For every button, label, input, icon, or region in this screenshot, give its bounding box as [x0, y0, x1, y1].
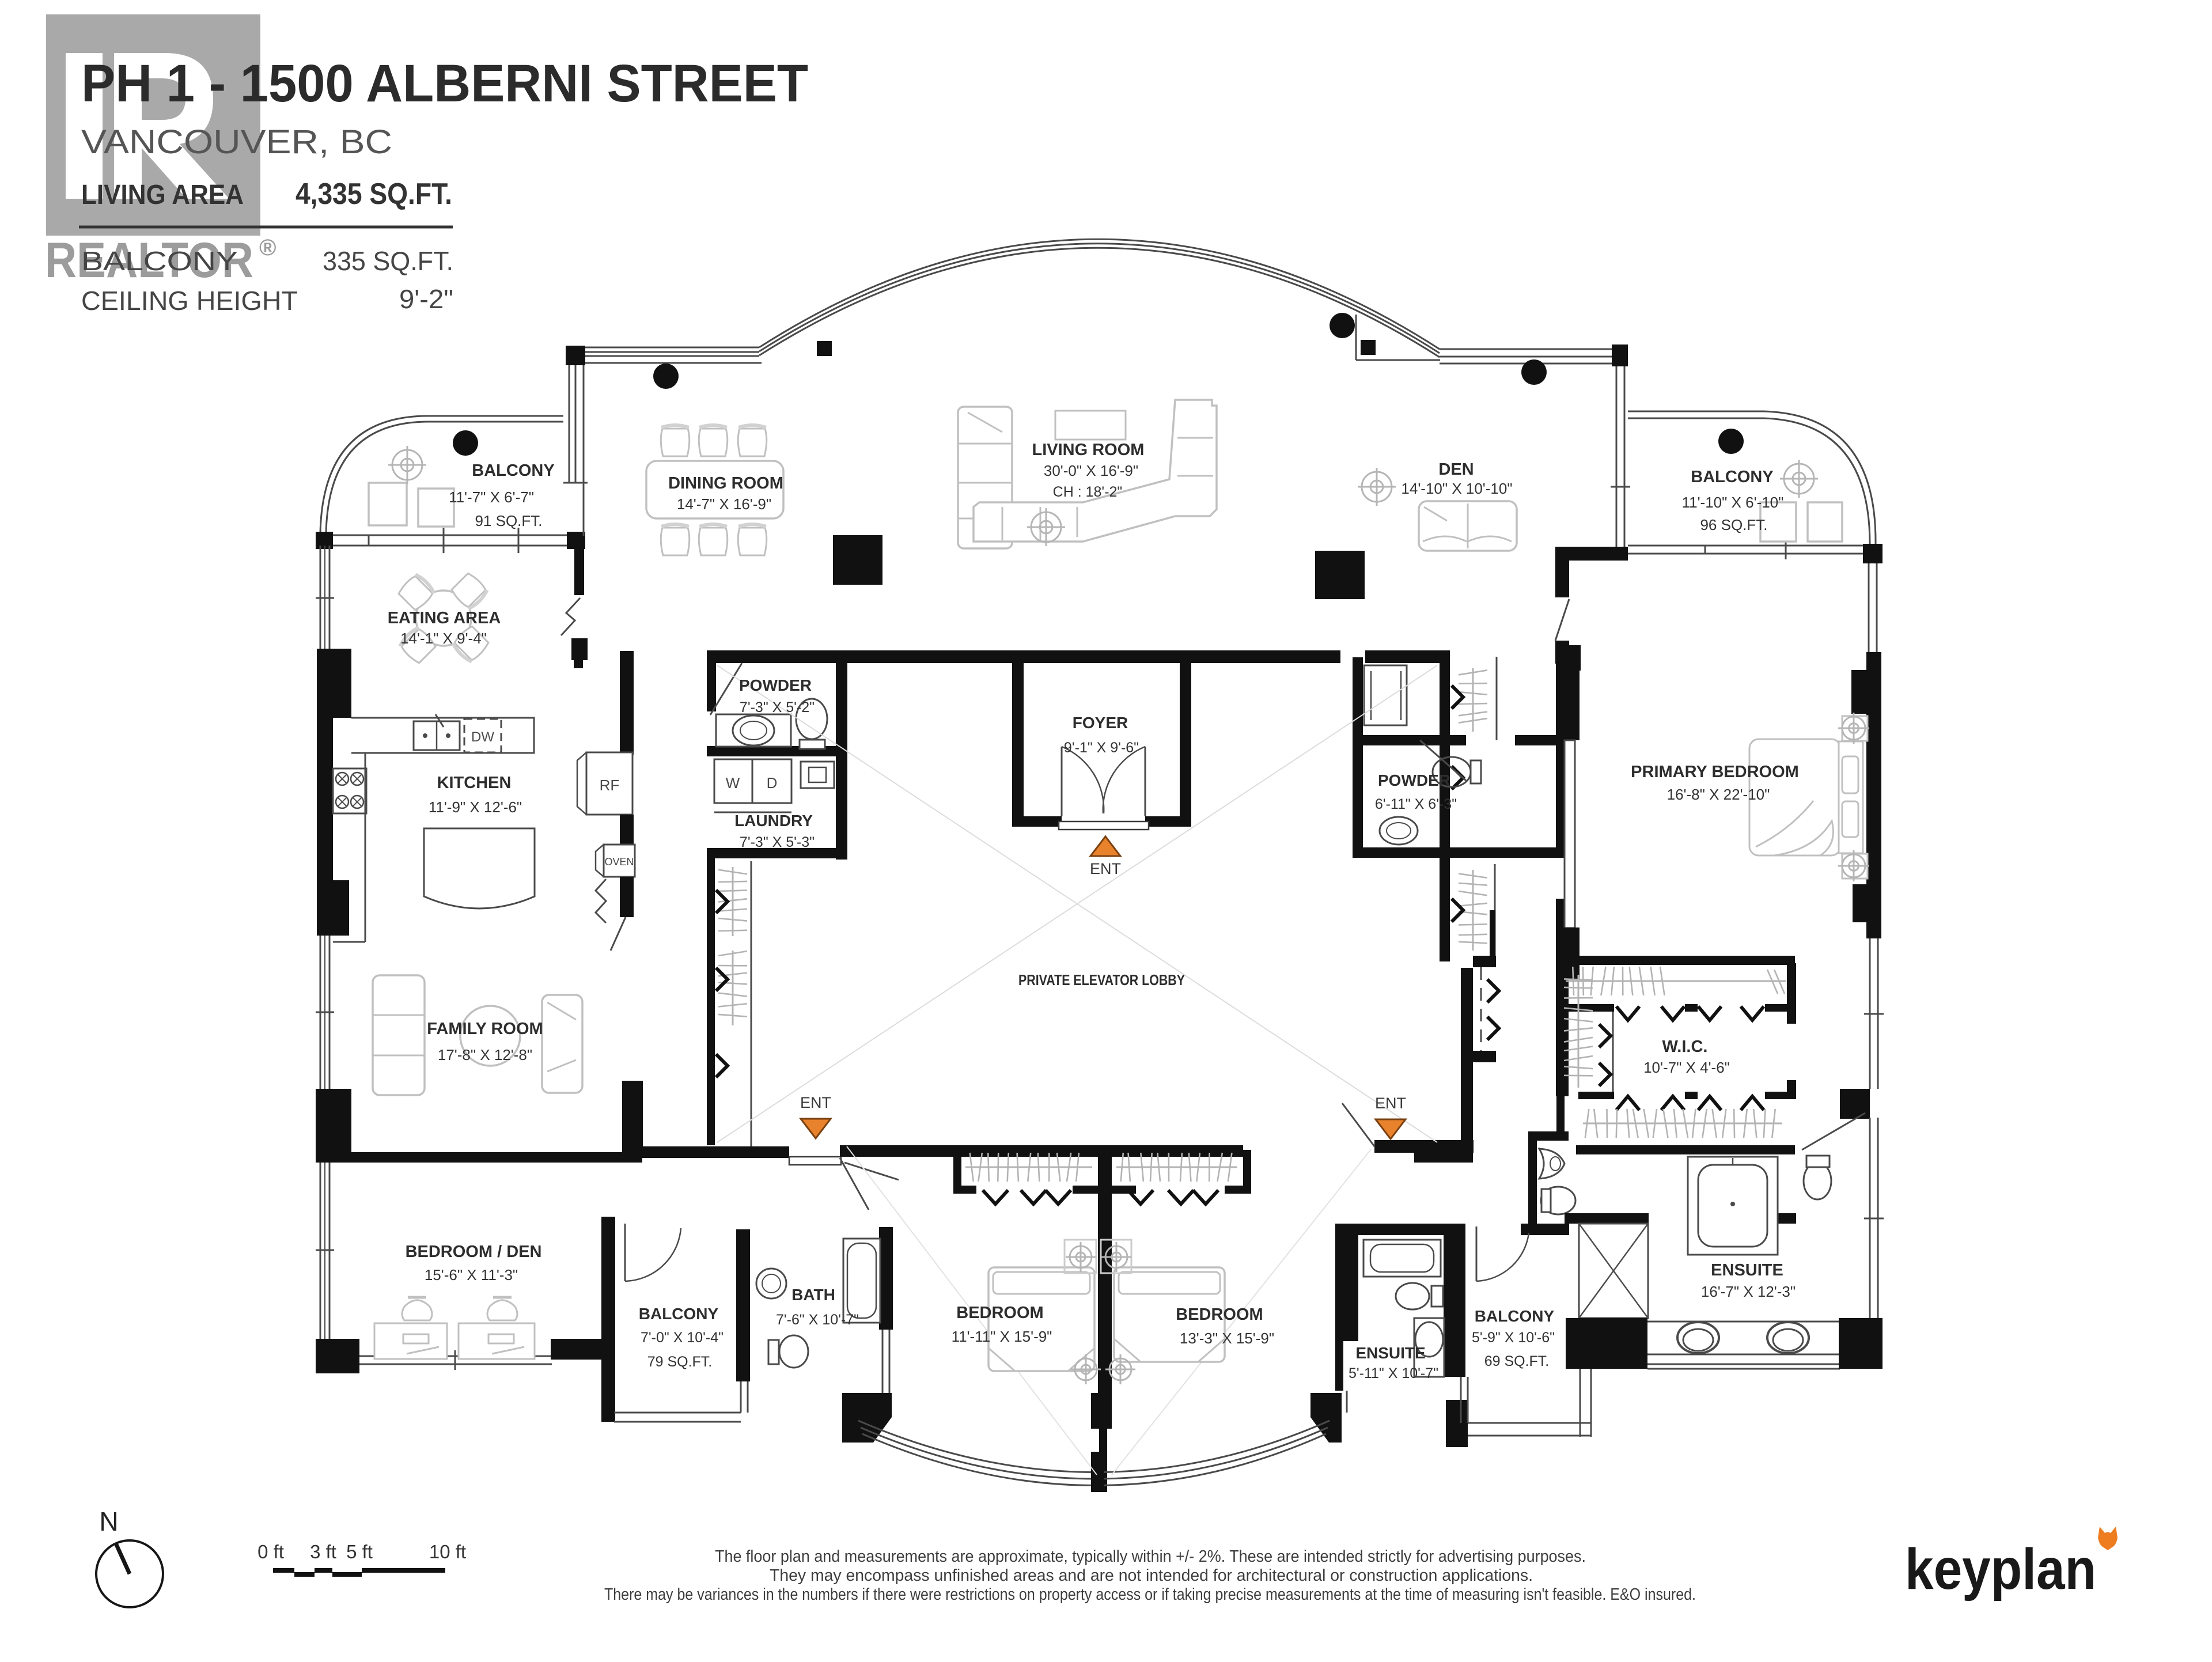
svg-text:POWDER: POWDER [739, 676, 812, 694]
svg-text:W.I.C.: W.I.C. [1662, 1038, 1708, 1056]
svg-text:ENSUITE: ENSUITE [1355, 1344, 1425, 1362]
svg-text:30'-0" X 16'-9": 30'-0" X 16'-9" [1044, 462, 1138, 479]
svg-text:PRIMARY BEDROOM: PRIMARY BEDROOM [1631, 763, 1799, 781]
svg-text:7'-0" X 10'-4": 7'-0" X 10'-4" [641, 1330, 724, 1346]
svg-text:They may encompass unfinished: They may encompass unfinished areas and … [770, 1566, 1533, 1585]
svg-text:7'-6" X 10'-7": 7'-6" X 10'-7" [776, 1312, 859, 1328]
svg-text:BALCONY: BALCONY [639, 1305, 719, 1323]
svg-text:N: N [99, 1506, 118, 1536]
svg-text:11'-11" X 15'-9": 11'-11" X 15'-9" [952, 1328, 1052, 1345]
svg-text:W: W [726, 774, 740, 792]
svg-text:®: ® [259, 235, 276, 260]
svg-text:9'-1" X 9'-6": 9'-1" X 9'-6" [1064, 740, 1139, 756]
svg-text:There may be variances in the: There may be variances in the numbers if… [604, 1585, 1696, 1604]
svg-text:ENSUITE: ENSUITE [1711, 1261, 1783, 1279]
svg-text:15'-6" X 11'-3": 15'-6" X 11'-3" [425, 1266, 518, 1284]
svg-text:keyplan: keyplan [1905, 1537, 2096, 1602]
svg-text:9'-2": 9'-2" [399, 284, 453, 314]
svg-text:6'-11" X 6'-3": 6'-11" X 6'-3" [1375, 796, 1457, 812]
svg-text:16'-7" X 12'-3": 16'-7" X 12'-3" [1701, 1283, 1796, 1300]
svg-text:5'-9" X 10'-6": 5'-9" X 10'-6" [1472, 1330, 1555, 1346]
svg-text:PRIVATE ELEVATOR LOBBY: PRIVATE ELEVATOR LOBBY [1018, 971, 1185, 989]
svg-text:5 ft: 5 ft [346, 1541, 373, 1562]
svg-text:LIVING AREA: LIVING AREA [81, 180, 244, 210]
svg-text:17'-8" X 12'-8": 17'-8" X 12'-8" [438, 1046, 532, 1063]
svg-text:11'-10" X 6'-10": 11'-10" X 6'-10" [1682, 494, 1784, 511]
svg-text:3 ft: 3 ft [310, 1541, 336, 1562]
svg-text:5'-11" X 10'-7": 5'-11" X 10'-7" [1349, 1365, 1438, 1381]
svg-text:13'-3" X 15'-9": 13'-3" X 15'-9" [1180, 1330, 1274, 1347]
svg-text:7'-3" X 5'-3": 7'-3" X 5'-3" [740, 834, 815, 850]
svg-text:4,335 SQ.FT.: 4,335 SQ.FT. [296, 177, 452, 211]
svg-text:11'-9" X 12'-6": 11'-9" X 12'-6" [429, 798, 522, 816]
svg-text:LIVING ROOM: LIVING ROOM [1032, 441, 1145, 459]
svg-text:DINING ROOM: DINING ROOM [668, 474, 783, 493]
svg-text:0 ft: 0 ft [257, 1541, 284, 1562]
svg-text:RF: RF [600, 777, 620, 794]
svg-text:10'-7" X 4'-6": 10'-7" X 4'-6" [1643, 1059, 1730, 1076]
svg-text:KITCHEN: KITCHEN [437, 774, 512, 792]
svg-text:79 SQ.FT.: 79 SQ.FT. [647, 1354, 713, 1370]
svg-text:ENT: ENT [1375, 1095, 1406, 1112]
svg-text:DW: DW [471, 729, 494, 745]
svg-text:BEDROOM: BEDROOM [956, 1304, 1043, 1322]
svg-text:EATING AREA: EATING AREA [388, 609, 501, 627]
svg-text:BEDROOM: BEDROOM [1176, 1305, 1263, 1324]
svg-text:7'-3" X 5'-2": 7'-3" X 5'-2" [740, 699, 815, 715]
svg-text:16'-8" X 22'-10": 16'-8" X 22'-10" [1667, 786, 1770, 803]
svg-text:BEDROOM / DEN: BEDROOM / DEN [406, 1243, 542, 1261]
svg-text:The floor plan and measurement: The floor plan and measurements are appr… [715, 1547, 1586, 1566]
svg-text:PH 1 - 1500 ALBERNI STREET: PH 1 - 1500 ALBERNI STREET [81, 54, 808, 113]
svg-text:ENT: ENT [1090, 860, 1121, 877]
svg-text:ENT: ENT [800, 1094, 831, 1111]
svg-text:LAUNDRY: LAUNDRY [734, 812, 813, 830]
svg-text:10 ft: 10 ft [429, 1541, 466, 1562]
svg-text:BALCONY: BALCONY [1475, 1307, 1555, 1325]
svg-text:BALCONY: BALCONY [1691, 468, 1773, 486]
svg-text:BALCONY: BALCONY [81, 246, 238, 276]
svg-text:91 SQ.FT.: 91 SQ.FT. [475, 512, 542, 529]
svg-text:BALCONY: BALCONY [472, 461, 554, 480]
svg-text:335 SQ.FT.: 335 SQ.FT. [323, 246, 453, 276]
svg-text:69 SQ.FT.: 69 SQ.FT. [1484, 1353, 1550, 1369]
svg-text:BATH: BATH [791, 1286, 835, 1304]
svg-text:FAMILY ROOM: FAMILY ROOM [427, 1020, 543, 1038]
svg-text:14'-1" X 9'-4": 14'-1" X 9'-4" [400, 630, 487, 647]
svg-text:14'-7" X 16'-9": 14'-7" X 16'-9" [677, 495, 771, 513]
svg-text:POWDER: POWDER [1378, 771, 1450, 789]
svg-text:CEILING HEIGHT: CEILING HEIGHT [81, 286, 298, 316]
svg-text:FOYER: FOYER [1073, 714, 1128, 732]
svg-text:OVEN: OVEN [604, 856, 634, 868]
svg-text:DEN: DEN [1438, 460, 1474, 479]
svg-text:D: D [767, 774, 778, 792]
svg-text:96 SQ.FT.: 96 SQ.FT. [1700, 516, 1767, 533]
svg-text:14'-10" X 10'-10": 14'-10" X 10'-10" [1401, 480, 1512, 497]
svg-text:VANCOUVER, BC: VANCOUVER, BC [81, 123, 392, 161]
svg-text:11'-7" X 6'-7": 11'-7" X 6'-7" [449, 489, 534, 506]
svg-text:CH : 18'-2": CH : 18'-2" [1053, 484, 1123, 500]
